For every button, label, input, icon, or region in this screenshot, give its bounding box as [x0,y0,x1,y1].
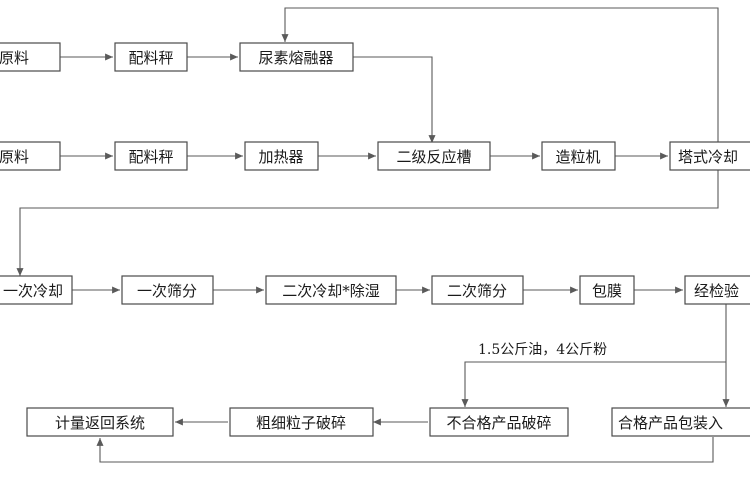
node-screen-2: 二次筛分 [431,275,524,305]
edges [16,7,730,463]
node-return-system: 计量返回系统 [26,407,174,437]
node-qualified-pack-label: 合格产品包装入 [618,414,723,432]
node-cool-1: 一次冷却 [0,275,73,305]
nodes: 原料 配料秤 尿素熔融器 原料 配料秤 加热器 二级反应槽 造粒机 [0,42,750,437]
edge-urea-melter-to-reactor [353,56,436,143]
node-return-system-label: 计量返回系统 [55,414,145,432]
node-coating: 包膜 [579,275,635,305]
edge-feedback-to-urea-melter [281,7,719,142]
node-screen-2-label: 二次筛分 [447,282,507,300]
node-cool-2: 二次冷却*除湿 [265,275,397,305]
node-reject-crush-label: 不合格产品破碎 [446,414,551,432]
node-scale-b: 配料秤 [114,141,188,171]
node-qualified-pack: 合格产品包装入 [611,407,750,437]
node-urea-melter-label: 尿素熔融器 [258,49,333,67]
node-scale-b-label: 配料秤 [128,148,173,166]
node-tower-cooling: 塔式冷却 [669,141,750,171]
node-coating-label: 包膜 [592,282,622,300]
node-screen-1-label: 一次筛分 [137,282,197,300]
node-reactor-label: 二级反应槽 [396,148,471,166]
node-granulator: 造粒机 [541,141,616,171]
node-inspection: 经检验 [684,275,750,305]
node-reject-crush: 不合格产品破碎 [429,407,569,437]
node-coarse-crush: 粗细粒子破碎 [229,407,374,437]
edge-qualified-to-return [96,437,714,463]
node-screen-1: 一次筛分 [121,275,214,305]
node-cool-1-label: 一次冷却 [3,282,63,300]
node-scale-a: 配料秤 [114,42,188,72]
node-heater: 加热器 [244,141,319,171]
edge-tower-to-cool-1 [16,170,719,276]
node-raw-a-label: 原料 [0,49,29,67]
node-raw-a: 原料 [0,42,61,72]
node-raw-b: 原料 [0,141,61,171]
node-heater-label: 加热器 [258,148,303,166]
node-inspection-label: 经检验 [694,282,739,300]
node-urea-melter: 尿素熔融器 [239,42,354,72]
node-reactor: 二级反应槽 [377,141,491,171]
node-cool-2-label: 二次冷却*除湿 [282,282,380,300]
node-tower-cooling-label: 塔式冷却 [678,148,738,166]
additive-note: 1.5公斤油，4公斤粉 [478,342,607,358]
node-coarse-crush-label: 粗细粒子破碎 [256,414,346,432]
node-scale-a-label: 配料秤 [128,49,173,67]
node-raw-b-label: 原料 [0,148,29,166]
node-granulator-label: 造粒机 [555,148,600,166]
edge-inspection-to-reject [461,361,726,407]
